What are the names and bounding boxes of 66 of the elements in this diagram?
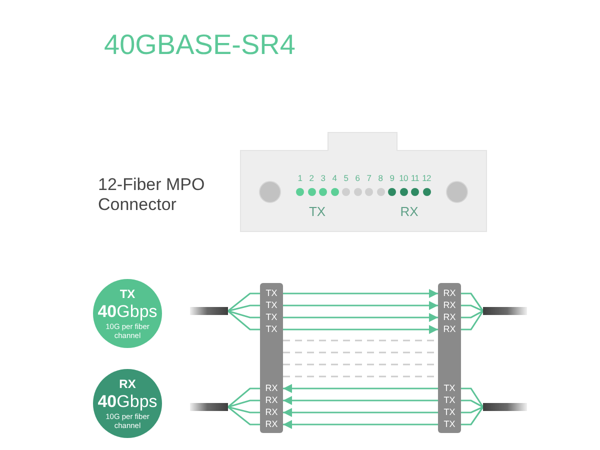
fiber-line — [228, 292, 260, 312]
port-label: RX — [438, 324, 461, 335]
port-label: TX — [438, 407, 461, 418]
fiber-line — [461, 292, 484, 312]
fiber-line — [461, 400, 484, 408]
port-label: RX — [260, 407, 283, 418]
port-label: RX — [438, 300, 461, 311]
connector-heading: 12-Fiber MPO Connector — [98, 175, 206, 215]
arrow — [283, 384, 438, 393]
fiber-line — [461, 310, 484, 318]
fiber-number: 1 — [298, 173, 302, 184]
arrow — [283, 325, 438, 334]
port-label: TX — [438, 383, 461, 394]
title: 40GBASE-SR4 — [104, 28, 296, 62]
fiber-number: 5 — [344, 173, 348, 184]
port-label: RX — [260, 383, 283, 394]
fiber-line — [227, 388, 260, 408]
arrow — [283, 420, 438, 429]
fiber-line — [228, 400, 260, 408]
arrow — [283, 396, 438, 405]
fiber-number: 4 — [332, 173, 337, 184]
fiber-line — [228, 304, 260, 312]
fiber-cable — [483, 403, 527, 411]
fiber-number: 8 — [378, 173, 383, 184]
port-label: RX — [438, 312, 461, 323]
port-label: RX — [260, 419, 283, 430]
speed-label: 40Gbps — [98, 390, 158, 412]
fiber-line — [461, 388, 484, 408]
fiber-line — [227, 310, 260, 330]
port-label: TX — [260, 288, 283, 299]
fiber-line — [461, 304, 484, 312]
fiber-number: 6 — [355, 173, 360, 184]
arrow — [283, 301, 438, 310]
arrow — [283, 289, 438, 298]
fiber-number: 7 — [366, 173, 372, 184]
fiber-line — [461, 310, 484, 330]
fiber-number: 3 — [320, 173, 326, 184]
port-label: TX — [260, 312, 283, 323]
fiber-number: 12 — [422, 173, 431, 184]
fiber-line — [228, 406, 260, 414]
fiber-cable — [190, 403, 228, 411]
fiber-number: 2 — [309, 173, 314, 184]
port-label: RX — [438, 288, 461, 299]
fiber-line — [461, 406, 484, 414]
fiber-number: 10 — [399, 173, 408, 184]
direction-label: TX — [120, 288, 136, 300]
port-label: TX — [260, 300, 283, 311]
fiber-line — [228, 406, 260, 426]
port-label: TX — [260, 324, 283, 335]
channel-label: RX — [400, 204, 418, 219]
fiber-line — [228, 310, 260, 318]
port-label: RX — [260, 395, 283, 406]
arrow — [283, 408, 438, 417]
module-bar — [260, 283, 283, 433]
module-bar — [438, 283, 461, 433]
fiber-cable — [483, 307, 527, 315]
fiber-number: 11 — [410, 173, 420, 184]
fiber-cable — [190, 307, 228, 315]
fiber-number: 9 — [390, 173, 394, 184]
direction-label: RX — [119, 378, 136, 390]
arrow — [283, 313, 438, 322]
port-label: TX — [438, 395, 461, 406]
speed-label: 40Gbps — [98, 300, 158, 322]
fiber-line — [461, 406, 484, 426]
port-label: TX — [438, 419, 461, 430]
channel-label: TX — [308, 204, 326, 219]
